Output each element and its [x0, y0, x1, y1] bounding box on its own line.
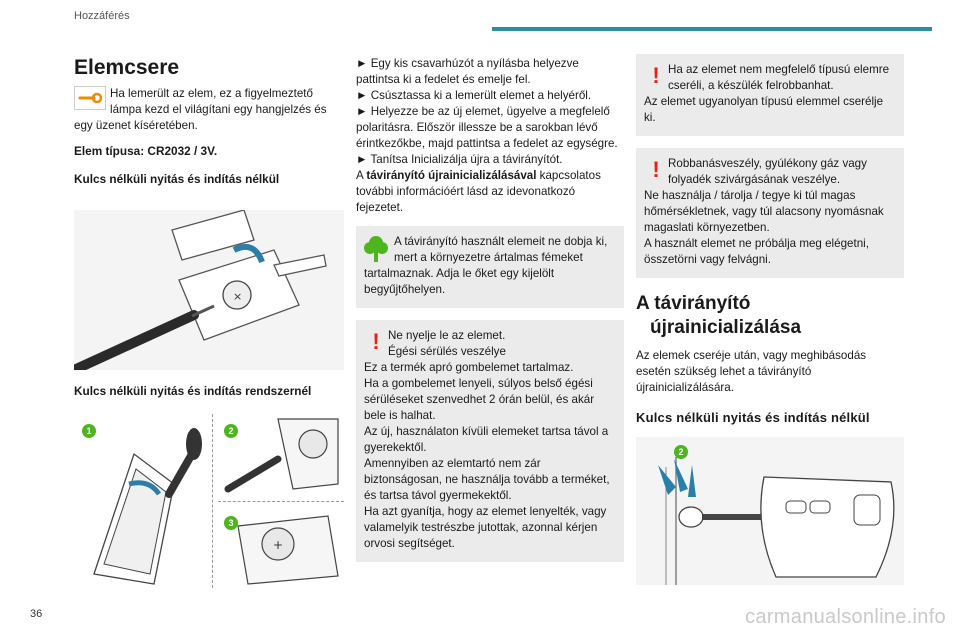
reinit-step-badge: 2: [674, 445, 688, 459]
step-text-4: ► Tanítsa Inicializálja újra a távirányí…: [356, 153, 563, 166]
battery-type-warning-body: Az elemet ugyanolyan típusú elemmel cser…: [644, 95, 884, 124]
reference-text: A távirányító újrainicializálásával kapc…: [356, 169, 601, 214]
explosion-warning-body: Ne használja / tárolja / tegye ki túl ma…: [644, 189, 884, 266]
reinit-heading-keyless: Kulcs nélküli nyitás és indítás nélkül: [636, 410, 870, 425]
step-text-1: ► Egy kis csavarhúzót a nyílásba helyezv…: [356, 57, 579, 86]
step-2-illustration: 2: [218, 414, 344, 496]
swallow-warning-box: ! Ne nyelje le az elemet. Égési sérülés …: [356, 320, 624, 562]
battery-type-warning-box: ! Ha az elemet nem megfelelő típusú elem…: [636, 54, 904, 136]
reinit-title: A távirányító újrainicializálása: [636, 292, 904, 340]
step-text-2: ► Csúsztassa ki a lemerült elemet a hely…: [356, 89, 592, 102]
battery-type: Elem típusa: CR2032 / 3V.: [74, 144, 218, 158]
swallow-lead-2: Égési sérülés veszélye: [388, 345, 506, 358]
coin-battery-icon: [222, 280, 252, 310]
eco-notice-box: A távirányító használt elemeit ne dobja …: [356, 226, 624, 308]
warning-lamp-note: Ha lemerült az elem, ez a figyelmeztető …: [74, 86, 344, 134]
exclamation-icon: !: [652, 63, 660, 88]
heading-keyless-system: Kulcs nélküli nyitás és indítás rendszer…: [74, 384, 312, 398]
page-number: 36: [30, 608, 43, 620]
reinit-key-illustration: 2: [636, 437, 904, 585]
explosion-warning-lead: Robbanásveszély, gyúlékony gáz vagy foly…: [668, 157, 867, 186]
recycle-tree-icon: [364, 234, 388, 264]
step-1-badge: 1: [82, 424, 96, 438]
svg-text:×: ×: [233, 290, 242, 303]
key-battery-illustration: ×: [74, 210, 344, 370]
exclamation-icon: !: [652, 157, 660, 182]
reinit-title-line-2: újrainicializálása: [650, 317, 802, 338]
section-title: Elemcsere: [74, 56, 180, 79]
header-accent-bar: [492, 27, 932, 31]
wrench-icon: [74, 86, 106, 110]
exclamation-icon: !: [372, 329, 380, 354]
step-1-illustration: 1: [74, 414, 206, 588]
keyless-system-illustrations: 1 2 + 3: [74, 414, 344, 588]
explosion-warning-box: ! Robbanásveszély, gyúlékony gáz vagy fo…: [636, 148, 904, 278]
step-text-3: ► Helyezze be az új elemet, ügyelve a me…: [356, 105, 618, 150]
header-section-label: Hozzáférés: [74, 10, 130, 22]
column-3: ! Ha az elemet nem megfelelő típusú elem…: [636, 54, 904, 585]
column-2: ► Egy kis csavarhúzót a nyílásba helyezv…: [356, 56, 624, 562]
eco-text: A távirányító használt elemeit ne dobja …: [364, 235, 608, 296]
svg-text:+: +: [273, 538, 283, 552]
swallow-lead-1: Ne nyelje le az elemet.: [388, 329, 506, 342]
illustration-divider-h: [218, 501, 344, 502]
step-3-badge: 3: [224, 516, 238, 530]
swallow-body: Ez a termék apró gombelemet tartalmaz. H…: [364, 361, 610, 550]
watermark: carmanualsonline.info: [745, 606, 946, 628]
reinit-title-line-1: A távirányító: [636, 293, 751, 314]
reinit-intro: Az elemek cseréje után, vagy meghibásodá…: [636, 349, 867, 394]
column-1: Elemcsere Ha lemerült az elem, ez a figy…: [74, 56, 344, 588]
step-2-badge: 2: [224, 424, 238, 438]
step-3-illustration: + 3: [218, 506, 344, 588]
heading-keyless: Kulcs nélküli nyitás és indítás nélkül: [74, 172, 280, 186]
battery-type-warning-lead: Ha az elemet nem megfelelő típusú elemre…: [668, 63, 890, 92]
warning-lamp-text: Ha lemerült az elem, ez a figyelmeztető …: [74, 87, 327, 132]
illustration-divider: [212, 414, 213, 588]
